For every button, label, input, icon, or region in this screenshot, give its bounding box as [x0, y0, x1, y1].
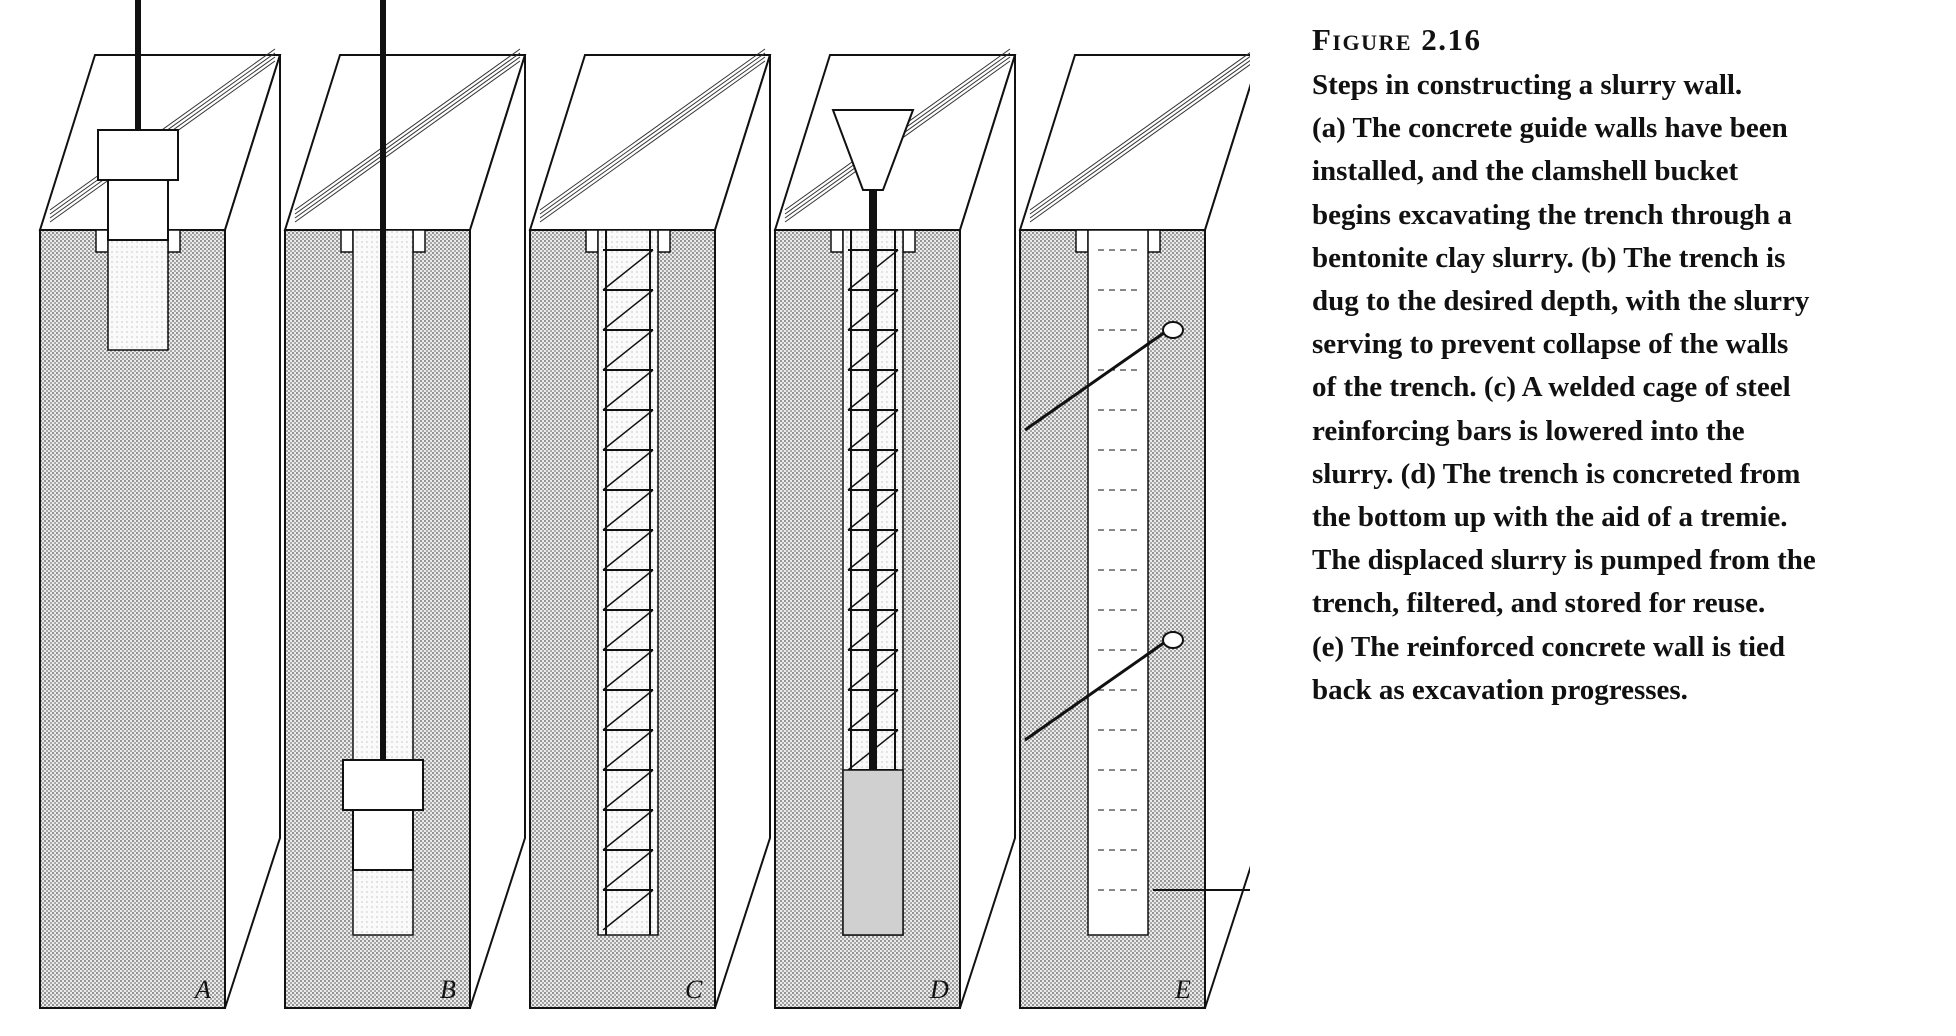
panel-a: A	[38, 0, 282, 1009]
caption-line: serving to prevent collapse of the walls	[1312, 328, 1789, 361]
surface-hatch-line	[539, 56, 766, 219]
surface-hatch-line	[539, 60, 766, 223]
surface-hatch-line	[1029, 51, 1250, 211]
trench	[597, 229, 659, 936]
cage-diagonal	[602, 689, 654, 731]
surface-hatch-line	[294, 60, 521, 223]
bucket-jaws	[352, 809, 414, 871]
surface-hatch-line	[1029, 55, 1250, 215]
clamshell-bucket	[342, 759, 424, 811]
caption-line: Steps in constructing a slurry wall.	[1312, 69, 1743, 101]
slurry-wall-figure: A B C D E	[38, 0, 1250, 1009]
caption-line: bentonite clay slurry. (b) The trench is	[1312, 241, 1786, 274]
caption-line: installed, and the clamshell bucket	[1312, 155, 1739, 188]
guide-wall-left	[585, 229, 599, 253]
guide-wall-left	[1075, 229, 1089, 253]
caption-line: slurry. (d) The trench is concreted from	[1312, 457, 1801, 490]
cage-diagonal	[602, 289, 654, 331]
surface-hatch-line	[294, 56, 521, 219]
cage-diagonal	[602, 769, 654, 811]
caption-line: (e) The reinforced concrete wall is tied	[1312, 630, 1786, 663]
cage-diagonal	[602, 449, 654, 491]
guide-wall-left	[340, 229, 354, 253]
tremie-hopper	[831, 109, 915, 191]
caption-line: of the trench. (c) A welded cage of stee…	[1312, 371, 1791, 404]
panel-label: C	[685, 975, 703, 1004]
cage-diagonal	[602, 249, 654, 291]
cage-diagonal	[602, 729, 654, 771]
panel-d: D	[773, 48, 1017, 1009]
caption-text: Steps in constructing a slurry wall. (a) …	[1312, 64, 1952, 712]
cage-diagonal	[602, 329, 654, 371]
cage-diagonal	[602, 849, 654, 891]
panel-label: D	[929, 975, 949, 1004]
tieback-anchor	[1024, 638, 1169, 742]
caption-line: (a) The concrete guide walls have been	[1312, 112, 1788, 145]
clamshell-bucket	[97, 129, 179, 181]
trench	[107, 229, 169, 351]
excavation-line	[1153, 889, 1250, 891]
cage-diagonal	[602, 569, 654, 611]
surface-hatch-line	[294, 52, 521, 215]
soil-section	[39, 229, 226, 1009]
surface-hatch-line	[539, 52, 766, 215]
panel-b: B	[283, 0, 527, 1009]
tieback-anchor	[1024, 328, 1169, 432]
guide-wall-right	[412, 229, 426, 253]
caption-line: begins excavating the trench through a	[1312, 198, 1792, 231]
panel-label: A	[193, 975, 211, 1004]
figure-number: Figure 2.16	[1312, 22, 1482, 57]
surface-hatch-line	[539, 48, 766, 211]
cage-diagonal	[602, 809, 654, 851]
cage-diagonal	[602, 409, 654, 451]
cage-diagonal	[602, 489, 654, 531]
cage-diagonal	[602, 369, 654, 411]
surface-hatch-line	[1029, 59, 1250, 219]
panel-e: E	[1018, 51, 1250, 1009]
caption-line: dug to the desired depth, with the slurr…	[1312, 285, 1810, 318]
panel-label: E	[1174, 975, 1191, 1004]
cage-diagonal	[602, 649, 654, 691]
tieback-head	[1162, 631, 1184, 649]
cage-diagonal	[602, 609, 654, 651]
cage-diagonal	[602, 529, 654, 571]
figure-caption: Figure 2.16 Steps in constructing a slur…	[1312, 22, 1952, 712]
caption-line: the bottom up with the aid of a tremie.	[1312, 501, 1788, 534]
guide-wall-right	[1147, 229, 1161, 253]
guide-wall-right	[902, 229, 916, 253]
guide-wall-right	[657, 229, 671, 253]
panel-label: B	[440, 975, 456, 1004]
concrete-fill	[842, 769, 904, 936]
guide-wall-left	[95, 229, 109, 253]
panel-c: C	[528, 48, 772, 1009]
tieback-head	[1162, 321, 1184, 339]
surface-hatch-line	[294, 48, 521, 211]
surface-hatch-line	[1029, 63, 1250, 223]
cage-diagonal	[602, 889, 654, 931]
guide-wall-left	[830, 229, 844, 253]
caption-line: trench, filtered, and stored for reuse.	[1312, 587, 1766, 620]
guide-wall-right	[167, 229, 181, 253]
caption-line: back as excavation progresses.	[1312, 673, 1688, 706]
bucket-jaws	[107, 179, 169, 241]
caption-line: reinforcing bars is lowered into the	[1312, 414, 1745, 447]
trench	[1087, 229, 1149, 936]
caption-line: The displaced slurry is pumped from the	[1312, 544, 1816, 577]
